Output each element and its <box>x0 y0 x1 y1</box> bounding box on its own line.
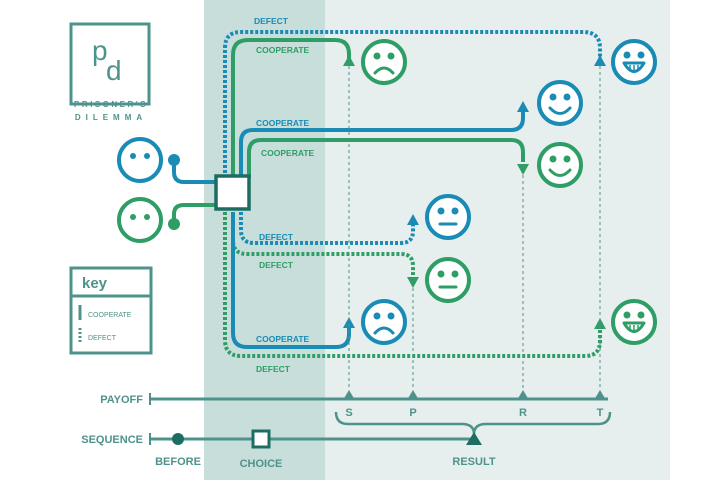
outcome-happy-face-icon <box>537 142 583 188</box>
label-blue-defect-mid: DEFECT <box>259 232 294 242</box>
outcome-neutral-face-icon <box>425 194 471 240</box>
outcome-grin-face-icon <box>611 299 657 345</box>
key-defect-label: DEFECT <box>88 335 117 342</box>
blue-player-node <box>168 154 180 166</box>
outcome-happy-face-icon <box>537 80 583 126</box>
payoff-label: PAYOFF <box>100 394 143 406</box>
label-green-cooperate-mid: COOPERATE <box>261 148 315 158</box>
path-green-cooperate-mid <box>247 138 525 178</box>
blue-player-connector <box>172 160 216 184</box>
logo-title-line1: PRISONER'S <box>74 100 148 109</box>
path-green-cooperate-top <box>231 38 351 178</box>
label-blue-cooperate-mid: COOPERATE <box>256 118 310 128</box>
logo-letter-d: d <box>106 55 122 86</box>
path-blue-defect-mid <box>239 212 415 245</box>
sequence-before-marker <box>172 433 184 445</box>
arrowheads <box>343 55 606 329</box>
sequence-before-label: BEFORE <box>155 456 201 468</box>
sequence-result-label: RESULT <box>452 456 495 468</box>
sequence-choice-marker <box>251 429 271 449</box>
sequence-label: SEQUENCE <box>81 434 143 446</box>
sequence-choice-label: CHOICE <box>240 458 283 470</box>
player-blue-face-icon <box>117 137 163 183</box>
payoff-tick-t: T <box>597 407 604 419</box>
green-player-node <box>168 218 180 230</box>
path-blue-cooperate-mid <box>239 108 525 178</box>
outcome-neutral-face-icon <box>425 257 471 303</box>
payoff-tick-p: P <box>409 407 416 419</box>
outcome-sad-face-icon <box>361 39 407 85</box>
payoff-tick-r: R <box>519 407 527 419</box>
path-blue-defect-top <box>223 30 602 178</box>
legend-key: key COOPERATE DEFECT <box>69 266 153 355</box>
sequence-axis: SEQUENCE BEFORE CHOICE RESULT <box>81 429 496 470</box>
payoff-drop-lines <box>348 66 601 390</box>
sequence-result-marker <box>466 432 482 445</box>
path-green-defect-mid <box>231 212 415 275</box>
green-player-connector <box>172 203 216 224</box>
label-blue-defect-top: DEFECT <box>254 16 289 26</box>
payoff-tick-s: S <box>345 407 352 419</box>
choice-box <box>214 174 251 211</box>
player-green-face-icon <box>117 197 163 243</box>
logo-title-line2: DILEMMA <box>75 113 147 122</box>
logo: p d PRISONER'S DILEMMA <box>69 22 151 122</box>
label-green-defect-mid: DEFECT <box>259 260 294 270</box>
key-cooperate-label: COOPERATE <box>88 312 132 319</box>
label-green-cooperate-top: COOPERATE <box>256 45 310 55</box>
logo-letter-p: p <box>92 35 108 66</box>
path-blue-cooperate-bottom <box>231 212 351 349</box>
outcome-sad-face-icon <box>361 299 407 345</box>
key-title: key <box>82 275 108 292</box>
label-blue-cooperate-bottom: COOPERATE <box>256 334 310 344</box>
label-green-defect-bottom: DEFECT <box>256 364 291 374</box>
outcome-grin-face-icon <box>611 39 657 85</box>
